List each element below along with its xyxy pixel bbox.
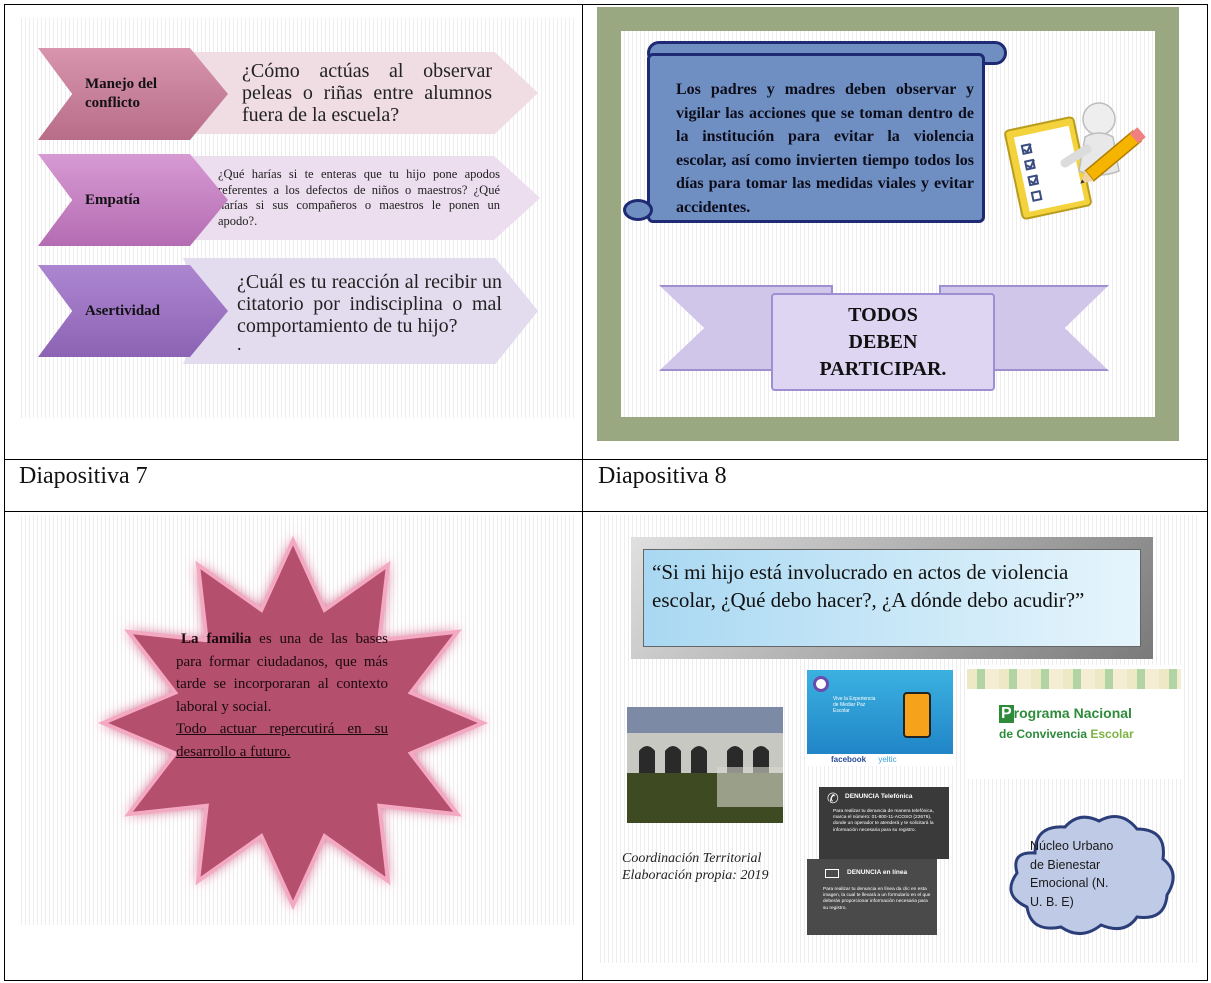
- laptop-icon: [825, 869, 839, 878]
- credit-line-1: Coordinación Territorial: [622, 851, 762, 866]
- quote-text: “Si mi hijo está involucrado en actos de…: [652, 560, 1085, 612]
- caption-diapositiva-7: Diapositiva 7: [19, 463, 148, 489]
- slide-7: Los padres y madres deben observar y vig…: [621, 31, 1155, 417]
- poster-yeltic: yeltic: [878, 755, 897, 764]
- poster-logo-icon: [813, 676, 829, 692]
- tag-asertividad: Asertividad: [38, 265, 228, 357]
- poster-facebook: facebook: [831, 755, 867, 764]
- mediation-poster: Vive la Experiencia de Mediar Paz Escola…: [807, 670, 953, 766]
- slide-8: La familia es una de las bases para form…: [18, 515, 574, 925]
- phone-icon: [903, 692, 931, 738]
- school-building-photo: [627, 707, 783, 823]
- tag-empatia: Empatía: [38, 154, 228, 246]
- denuncia-online-body: Para realizar tu denuncia en línea da cl…: [823, 887, 931, 911]
- slide-9: “Si mi hijo está involucrado en actos de…: [597, 515, 1197, 963]
- banner-line-3: PARTICIPAR.: [819, 357, 947, 380]
- table-outer-border: [4, 4, 1208, 981]
- poster-heading: Vive la Experiencia de Mediar Paz Escola…: [833, 696, 876, 714]
- tag-manejo-conflicto: Manejo del conflicto: [38, 48, 228, 140]
- tag-label-3: Asertividad: [85, 302, 160, 319]
- question-text-1: ¿Cómo actúas al observar peleas o riñas …: [242, 60, 492, 126]
- credit-text: Coordinación Territorial Elaboración pro…: [622, 850, 768, 884]
- garland-decoration: [967, 669, 1181, 689]
- question-box-3: ¿Cuál es tu reacción al recibir un citat…: [183, 258, 538, 364]
- phone-handset-icon: ✆: [827, 790, 839, 806]
- poster-footer: facebook yeltic: [807, 754, 953, 766]
- denuncia-online-title: DENUNCIA en línea: [847, 869, 908, 876]
- nube-cloud-shape: [1009, 815, 1175, 935]
- denuncia-phone-body: Para realizar tu denuncia de manera tele…: [833, 809, 934, 833]
- caption-diapositiva-8: Diapositiva 8: [598, 463, 727, 489]
- tag-label-2: Empatía: [85, 191, 141, 208]
- denuncia-en-linea-card: DENUNCIA en línea Para realizar tu denun…: [807, 859, 937, 935]
- question-text-3-wrap: ¿Cuál es tu reacción al recibir un citat…: [237, 271, 502, 354]
- table-row-divider-2: [4, 511, 1208, 512]
- slide-6: ¿Cómo actúas al observar peleas o riñas …: [18, 18, 574, 418]
- quote-frame: “Si mi hijo está involucrado en actos de…: [631, 537, 1153, 659]
- family-underlined: Todo actuar repercutirá en su desarrollo…: [176, 721, 388, 760]
- family-body: es una de las bases para formar ciudadan…: [176, 631, 388, 715]
- denuncia-telefonica-card: ✆ DENUNCIA Telefónica Para realizar tu d…: [819, 787, 949, 859]
- tag-label-1: Manejo del conflicto: [85, 76, 158, 111]
- banner-line-2: DEBEN: [848, 330, 918, 353]
- nube-text: Núcleo Urbano de Bienestar Emocional (N.…: [1030, 839, 1114, 909]
- quote-panel: “Si mi hijo está involucrado en actos de…: [643, 549, 1141, 647]
- programa-subtitle: de Convivencia Escolar: [999, 727, 1134, 741]
- programa-initial: P: [999, 705, 1014, 723]
- question-text-2: ¿Qué harías si te enteras que tu hijo po…: [218, 167, 500, 228]
- parents-message-scroll: Los padres y madres deben observar y vig…: [647, 53, 985, 223]
- question-text-3: ¿Cuál es tu reacción al recibir un citat…: [237, 271, 502, 337]
- slide-7-frame: Los padres y madres deben observar y vig…: [597, 7, 1179, 441]
- participation-banner: TODOS DEBEN PARTICIPAR.: [771, 293, 995, 391]
- table-vertical-divider: [582, 4, 583, 981]
- programa-subtitle-b: Escolar: [1087, 727, 1134, 741]
- table-row-divider-1: [4, 459, 1208, 460]
- star-shape: [97, 535, 489, 911]
- denuncia-phone-title: DENUNCIA Telefónica: [845, 793, 913, 800]
- question-trailing-dot: .: [237, 334, 242, 354]
- credit-line-2: Elaboración propia: 2019: [622, 868, 769, 883]
- parents-message-text: Los padres y madres deben observar y vig…: [676, 81, 974, 216]
- scroll-bottom-curl: [623, 199, 653, 221]
- programa-subtitle-a: de Convivencia: [999, 727, 1088, 741]
- family-lead: La familia: [181, 631, 252, 647]
- checklist-pencil-icon: [1004, 102, 1146, 220]
- family-text: La familia es una de las bases para form…: [176, 628, 388, 763]
- banner-line-1: TODOS: [848, 303, 918, 326]
- question-box-1: ¿Cómo actúas al observar peleas o riñas …: [178, 52, 538, 134]
- programa-title-rest: rograma Nacional: [1013, 705, 1132, 721]
